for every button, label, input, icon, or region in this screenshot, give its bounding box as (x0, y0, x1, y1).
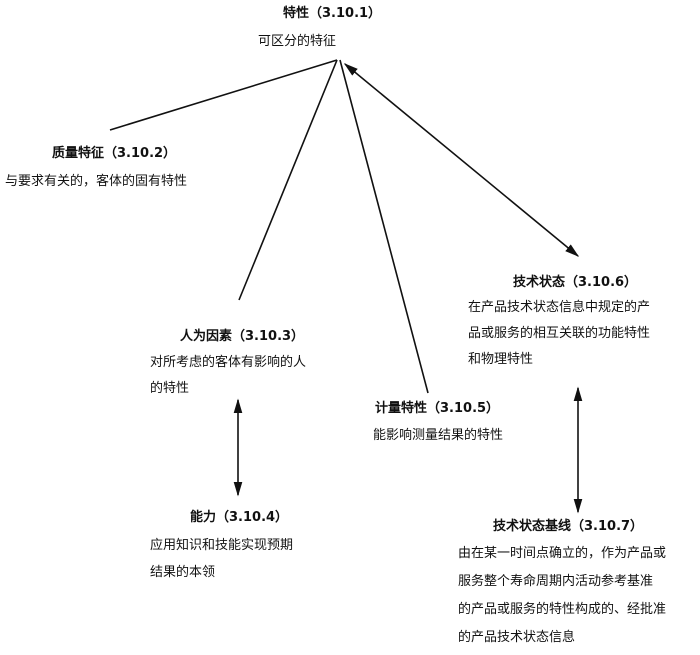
configuration-desc-3: 和物理特性 (468, 352, 534, 367)
configuration-desc-1: 在产品技术状态信息中规定的产 (468, 300, 651, 315)
baseline-desc-2: 服务整个寿命周期内活动参考基准 (458, 574, 654, 589)
competence-title: 能力（3.10.4） (190, 510, 289, 525)
line-root-human (238, 59, 338, 301)
human-desc-1: 对所考虑的客体有影响的人 (150, 355, 307, 370)
human-desc-2: 的特性 (150, 381, 190, 396)
line-root-metrological (339, 59, 429, 394)
line-root-quality (109, 59, 338, 131)
arrow-root-configuration (343, 63, 580, 257)
configuration-desc-2: 品或服务的相互关联的功能特性 (468, 326, 651, 341)
root-desc: 可区分的特征 (258, 34, 337, 49)
quality-title: 质量特征（3.10.2） (52, 146, 177, 161)
quality-desc: 与要求有关的，客体的固有特性 (5, 174, 188, 189)
human-title: 人为因素（3.10.3） (180, 329, 305, 344)
baseline-desc-3: 的产品或服务的特性构成的、经批准 (458, 602, 667, 617)
root-title: 特性（3.10.1） (283, 6, 382, 21)
metrological-title: 计量特性（3.10.5） (375, 401, 500, 416)
metrological-desc: 能影响测量结果的特性 (373, 428, 504, 443)
competence-desc-1: 应用知识和技能实现预期 (150, 538, 294, 553)
baseline-desc-4: 的产品技术状态信息 (458, 630, 576, 645)
configuration-title: 技术状态（3.10.6） (513, 275, 638, 290)
competence-desc-2: 结果的本领 (150, 565, 216, 580)
baseline-desc-1: 由在某一时间点确立的，作为产品或 (458, 546, 667, 561)
baseline-title: 技术状态基线（3.10.7） (493, 519, 644, 534)
